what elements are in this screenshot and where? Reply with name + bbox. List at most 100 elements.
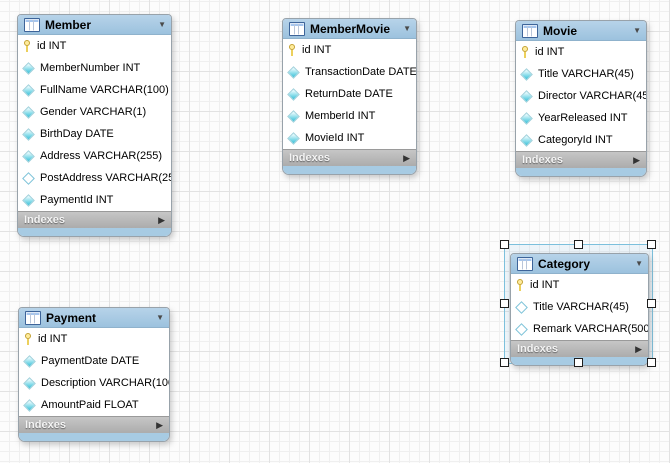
resize-handle[interactable] [647,240,656,249]
column-label: YearReleased INT [538,112,628,124]
table-title: Category [538,256,591,271]
notnull-column-icon [22,193,35,207]
table-header[interactable]: MemberMovie▼ [283,19,416,39]
expand-arrow-icon[interactable]: ▶ [156,419,163,430]
column-label: Title VARCHAR(45) [538,68,634,80]
column-label: Description VARCHAR(100) [41,377,170,389]
column-row[interactable]: MemberId INT [283,105,416,127]
column-row[interactable]: id INT [18,35,171,57]
column-label: AmountPaid FLOAT [41,399,139,411]
indexes-label: Indexes [289,152,330,164]
notnull-column-icon [22,105,35,119]
column-label: BirthDay DATE [40,128,114,140]
nullable-column-icon [515,322,528,336]
notnull-column-icon [22,83,35,97]
column-row[interactable]: PostAddress VARCHAR(255) [18,167,171,189]
column-label: ReturnDate DATE [305,88,393,100]
resize-handle[interactable] [647,299,656,308]
primary-key-icon [520,45,530,59]
table-Movie[interactable]: Movie ▼ id INT Title VARCHAR(45) Director VA… [515,20,647,177]
notnull-column-icon [520,89,533,103]
column-label: id INT [530,279,560,291]
table-header[interactable]: Payment ▼ [19,308,169,328]
notnull-column-icon [22,61,35,75]
resize-handle[interactable] [500,358,509,367]
indexes-label: Indexes [25,419,66,431]
table-header[interactable]: Member ▼ [18,15,171,35]
expand-arrow-icon[interactable]: ▶ [633,154,640,165]
resize-handle[interactable] [574,240,583,249]
notnull-column-icon [520,67,533,81]
column-row[interactable]: CategoryId INT [516,129,646,151]
column-label: MemberNumber INT [40,62,141,74]
nullable-column-icon [22,171,35,185]
column-label: MovieId INT [305,132,365,144]
table-title: Payment [46,310,97,325]
column-row[interactable]: TransactionDate DATE [283,61,416,83]
column-row[interactable]: Title VARCHAR(45) [516,63,646,85]
column-label: CategoryId INT [538,134,613,146]
column-row[interactable]: Title VARCHAR(45) [511,296,648,318]
primary-key-icon [287,43,297,57]
table-header[interactable]: Movie ▼ [516,21,646,41]
column-row[interactable]: id INT [511,274,648,296]
column-row[interactable]: YearReleased INT [516,107,646,129]
indexes-footer[interactable]: Indexes ▶ [516,151,646,168]
column-row[interactable]: Description VARCHAR(100) [19,372,169,394]
table-title: Member [45,17,92,32]
resize-handle[interactable] [500,299,509,308]
chevron-down-icon[interactable]: ▼ [403,23,411,33]
chevron-down-icon[interactable]: ▼ [156,312,164,322]
indexes-footer[interactable]: Indexes▶ [18,211,171,228]
column-row[interactable]: Address VARCHAR(255) [18,145,171,167]
expand-arrow-icon[interactable]: ▶ [403,152,410,163]
table-Member[interactable]: Member ▼ id INT MemberNumber INT FullName VA… [17,14,172,237]
notnull-column-icon [23,354,36,368]
column-row[interactable]: id INT [283,39,416,61]
indexes-label: Indexes [522,154,563,166]
table-title: Movie [543,23,578,38]
column-row[interactable]: BirthDay DATE [18,123,171,145]
column-row[interactable]: Remark VARCHAR(500) [511,318,648,340]
column-label: PaymentId INT [40,194,114,206]
expand-arrow-icon[interactable]: ▶ [158,214,165,225]
column-row[interactable]: AmountPaid FLOAT [19,394,169,416]
column-row[interactable]: Director VARCHAR(45) [516,85,646,107]
notnull-column-icon [287,65,300,79]
notnull-column-icon [520,111,533,125]
column-label: Address VARCHAR(255) [40,150,163,162]
indexes-footer[interactable]: Indexes▶ [511,340,648,357]
resize-handle[interactable] [574,358,583,367]
column-row[interactable]: PaymentDate DATE [19,350,169,372]
column-row[interactable]: FullName VARCHAR(100) [18,79,171,101]
indexes-footer[interactable]: Indexes ▶ [283,149,416,166]
notnull-column-icon [520,133,533,147]
column-row[interactable]: MovieId INT [283,127,416,149]
table-icon [522,23,538,38]
chevron-down-icon[interactable]: ▼ [633,25,641,35]
chevron-down-icon[interactable]: ▼ [635,258,643,268]
table-header[interactable]: Category ▼ [511,254,648,274]
table-bottom-strip [283,166,416,174]
column-row[interactable]: ReturnDate DATE [283,83,416,105]
column-row[interactable]: MemberNumber INT [18,57,171,79]
column-row[interactable]: id INT [516,41,646,63]
expand-arrow-icon[interactable]: ▶ [635,343,642,354]
indexes-footer[interactable]: Indexes ▶ [19,416,169,433]
column-label: Title VARCHAR(45) [533,301,629,313]
resize-handle[interactable] [500,240,509,249]
column-row[interactable]: PaymentId INT [18,189,171,211]
notnull-column-icon [287,109,300,123]
chevron-down-icon[interactable]: ▼ [158,19,166,29]
table-Category[interactable]: Category ▼ id INT Title VARCHAR(45) Remark V… [510,253,649,366]
column-label: MemberId INT [305,110,376,122]
primary-key-icon [23,332,33,346]
primary-key-icon [515,278,525,292]
column-row[interactable]: id INT [19,328,169,350]
resize-handle[interactable] [647,358,656,367]
table-bottom-strip [18,228,171,236]
column-row[interactable]: Gender VARCHAR(1) [18,101,171,123]
